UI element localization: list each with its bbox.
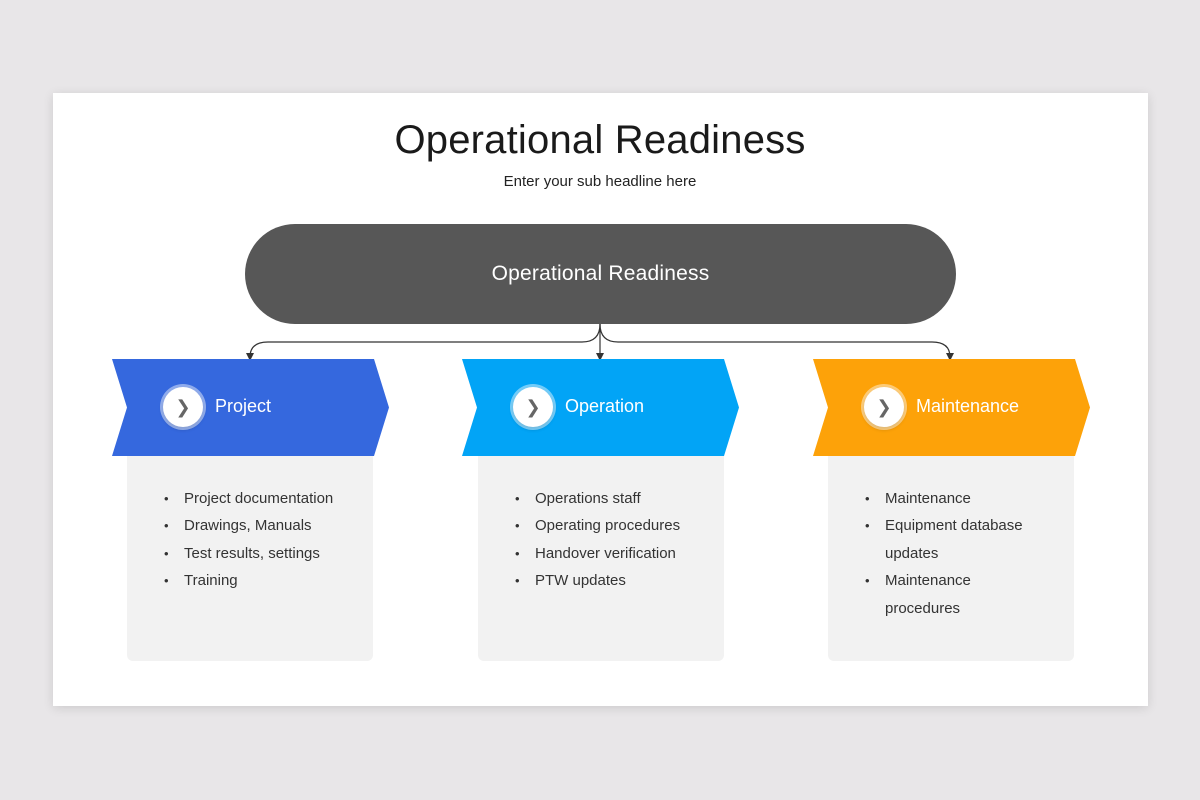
list-item: Equipment database updates: [865, 512, 1045, 567]
chevron-right-icon: ❯: [163, 387, 203, 427]
center-node-label: Operational Readiness: [491, 262, 710, 285]
banner-shape: [462, 359, 739, 456]
list-item: Operating procedures: [515, 512, 695, 540]
connector-right: [599, 323, 954, 361]
connector-left: [246, 323, 601, 361]
banner-shape: [813, 359, 1090, 456]
list-item: Test results, settings: [164, 540, 344, 568]
chevron-right-icon: ❯: [513, 387, 553, 427]
chevron-right-icon: ❯: [864, 387, 904, 427]
branch-card-maintenance: Maintenance Equipment database updates M…: [828, 455, 1074, 661]
center-node: Operational Readiness: [245, 224, 956, 324]
list-item: PTW updates: [515, 567, 695, 595]
list-item: Project documentation: [164, 485, 344, 513]
branch-banner-maintenance: ❯ Maintenance: [813, 359, 1090, 456]
list-item: Training: [164, 567, 344, 595]
branch-item-list: Operations staff Operating procedures Ha…: [478, 455, 724, 595]
branch-banner-operation: ❯ Operation: [462, 359, 739, 456]
list-item: Drawings, Manuals: [164, 512, 344, 540]
branch-item-list: Project documentation Drawings, Manuals …: [127, 455, 373, 595]
branch-label: Maintenance: [916, 396, 1020, 416]
branch-banner-project: ❯ Project: [112, 359, 389, 456]
branch-card-operation: Operations staff Operating procedures Ha…: [478, 455, 724, 661]
banner-shape: [112, 359, 389, 456]
branch-label: Project: [215, 396, 272, 416]
branch-label: Operation: [565, 396, 645, 416]
list-item: Handover verification: [515, 540, 695, 568]
branch-item-list: Maintenance Equipment database updates M…: [828, 455, 1074, 622]
list-item: Maintenance: [865, 485, 1045, 513]
list-item: Operations staff: [515, 485, 695, 513]
page-title: Operational Readiness: [394, 118, 806, 162]
page-subtitle: Enter your sub headline here: [503, 173, 697, 190]
list-item: Maintenance procedures: [865, 567, 1045, 622]
branch-card-project: Project documentation Drawings, Manuals …: [127, 455, 373, 661]
